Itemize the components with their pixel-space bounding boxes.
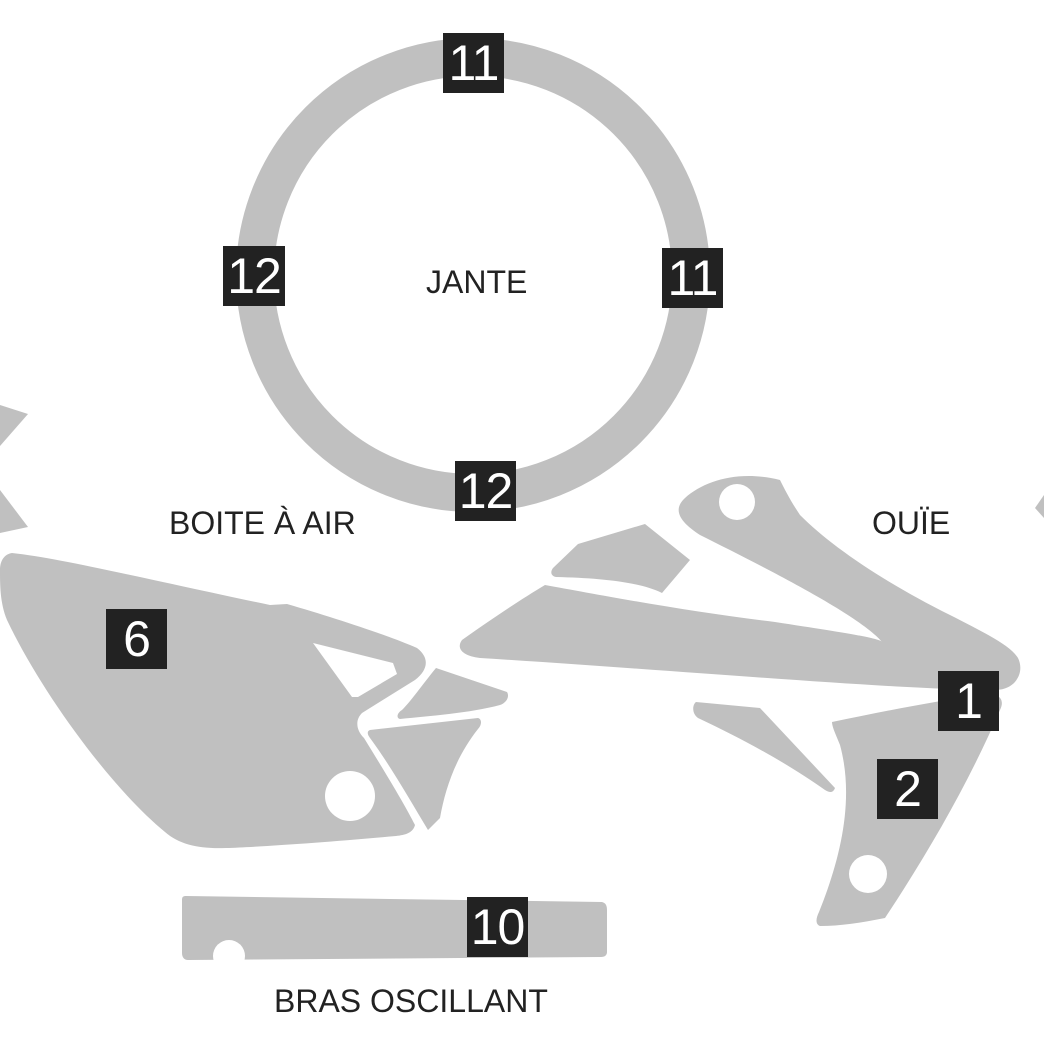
badge-shroud-upper: 1	[938, 671, 999, 731]
airbox-side-piece-upper	[397, 668, 509, 719]
badge-rim-left: 12	[223, 246, 285, 306]
swingarm-strip	[182, 896, 607, 960]
badge-rim-bottom: 12	[455, 461, 516, 521]
badge-airbox: 6	[106, 609, 167, 669]
label-ouie: OUÏE	[872, 505, 951, 541]
badge-swingarm: 10	[467, 897, 528, 957]
label-boite-a-air: BOITE À AIR	[169, 505, 356, 541]
badge-rim-right: 11	[662, 248, 723, 308]
right-edge-piece	[1035, 495, 1044, 518]
left-edge-piece-lower	[0, 490, 28, 533]
left-edge-piece-upper	[0, 405, 28, 446]
shroud-lower-hole	[849, 855, 887, 893]
airbox-window	[313, 643, 397, 697]
shroud-small-piece	[551, 524, 690, 593]
label-jante: JANTE	[426, 264, 528, 300]
airbox-side-piece-lower	[367, 718, 481, 830]
shroud-upper-panel	[459, 476, 1021, 690]
badge-shroud-lower: 2	[877, 759, 938, 819]
airbox-hole	[325, 771, 375, 821]
shroud-strip	[693, 702, 835, 793]
shroud-upper-hole	[719, 484, 755, 520]
swingarm-hole	[213, 940, 245, 972]
badge-rim-top: 11	[443, 33, 504, 93]
label-bras-oscillant: BRAS OSCILLANT	[274, 983, 548, 1019]
